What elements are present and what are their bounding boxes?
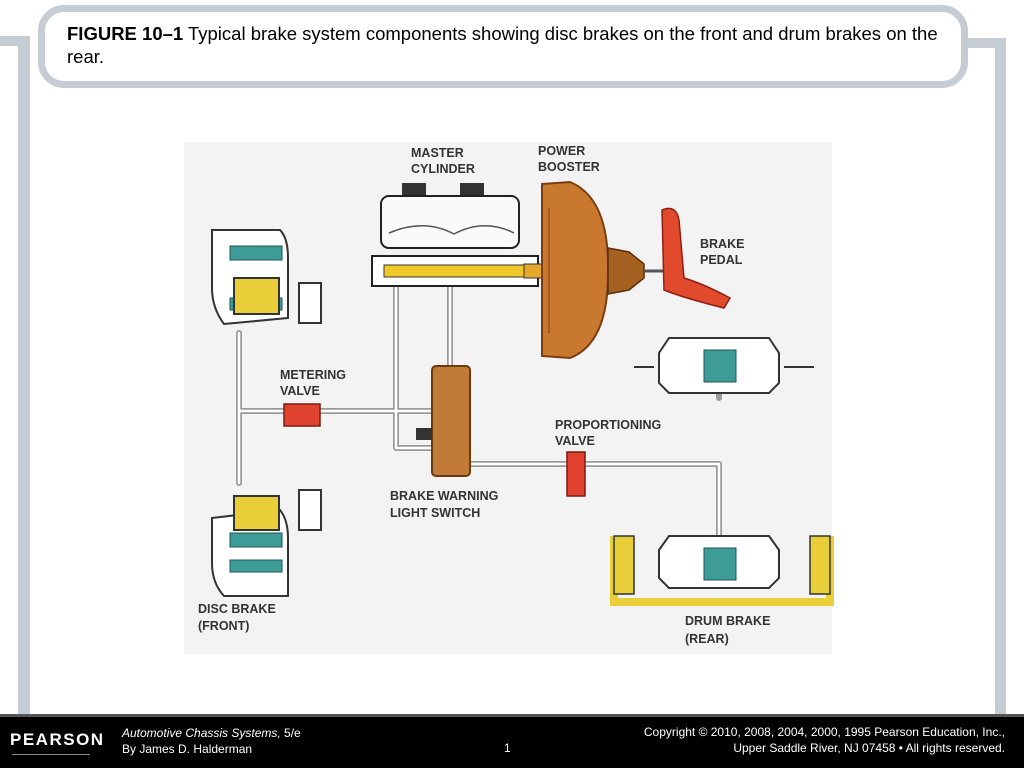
frame-edge [995, 38, 1006, 714]
brake-pedal [661, 207, 732, 309]
frame-edge [18, 36, 30, 714]
copyright-line-2: Upper Saddle River, NJ 07458 • All right… [733, 741, 1005, 755]
book-info: Automotive Chassis Systems, 5/e By James… [122, 725, 301, 757]
disc-brake-front-lower [211, 489, 322, 597]
label-brake-warning-line2: LIGHT SWITCH [390, 506, 480, 520]
label-disc-brake-line1: DISC BRAKE [198, 602, 276, 616]
label-power-booster-line2: BOOSTER [538, 160, 600, 174]
label-brake-warning-line1: BRAKE WARNING [390, 489, 498, 503]
copyright-notice: Copyright © 2010, 2008, 2004, 2000, 1995… [644, 724, 1005, 756]
master-cylinder [371, 183, 543, 287]
page-number: 1 [504, 741, 511, 755]
book-edition: 5/e [280, 726, 301, 740]
brake-system-diagram: MASTER CYLINDER POWER BOOSTER BRAKE PEDA… [184, 142, 834, 654]
label-master-cylinder-line2: CYLINDER [411, 162, 475, 176]
label-proportioning-valve-line1: PROPORTIONING [555, 418, 661, 432]
figure-number: FIGURE 10–1 [67, 23, 184, 44]
book-author: By James D. Halderman [122, 742, 253, 756]
frame-edge [0, 36, 30, 46]
footer-divider [0, 714, 1024, 717]
label-power-booster-line1: POWER [538, 144, 585, 158]
label-proportioning-valve-line2: VALVE [555, 434, 595, 448]
label-drum-brake-line2: (REAR) [685, 632, 729, 646]
proportioning-valve [566, 451, 586, 497]
frame-edge [968, 38, 1006, 48]
footer-bar: PEARSON Automotive Chassis Systems, 5/e … [0, 714, 1024, 768]
brake-warning-light-switch [416, 365, 471, 477]
copyright-line-1: Copyright © 2010, 2008, 2004, 2000, 1995… [643, 725, 1005, 739]
wheel-cylinder-upper [634, 337, 814, 394]
figure-caption-text: Typical brake system components showing … [67, 23, 938, 67]
label-metering-valve-line1: METERING [280, 368, 346, 382]
logo-underline [12, 754, 90, 755]
label-brake-pedal-line2: PEDAL [700, 253, 743, 267]
label-metering-valve-line2: VALVE [280, 384, 320, 398]
label-brake-pedal-line1: BRAKE [700, 237, 744, 251]
label-drum-brake-line1: DRUM BRAKE [685, 614, 770, 628]
label-master-cylinder-line1: MASTER [411, 146, 464, 160]
figure-caption: FIGURE 10–1 Typical brake system compone… [67, 22, 947, 68]
caption-box: FIGURE 10–1 Typical brake system compone… [38, 5, 968, 88]
disc-brake-front-upper [211, 229, 322, 326]
drum-brake-rear [610, 535, 834, 606]
pearson-logo: PEARSON [10, 730, 105, 749]
label-disc-brake-line2: (FRONT) [198, 619, 249, 633]
metering-valve [283, 403, 321, 427]
power-booster [541, 180, 674, 360]
book-title: Automotive Chassis Systems, [122, 726, 281, 740]
